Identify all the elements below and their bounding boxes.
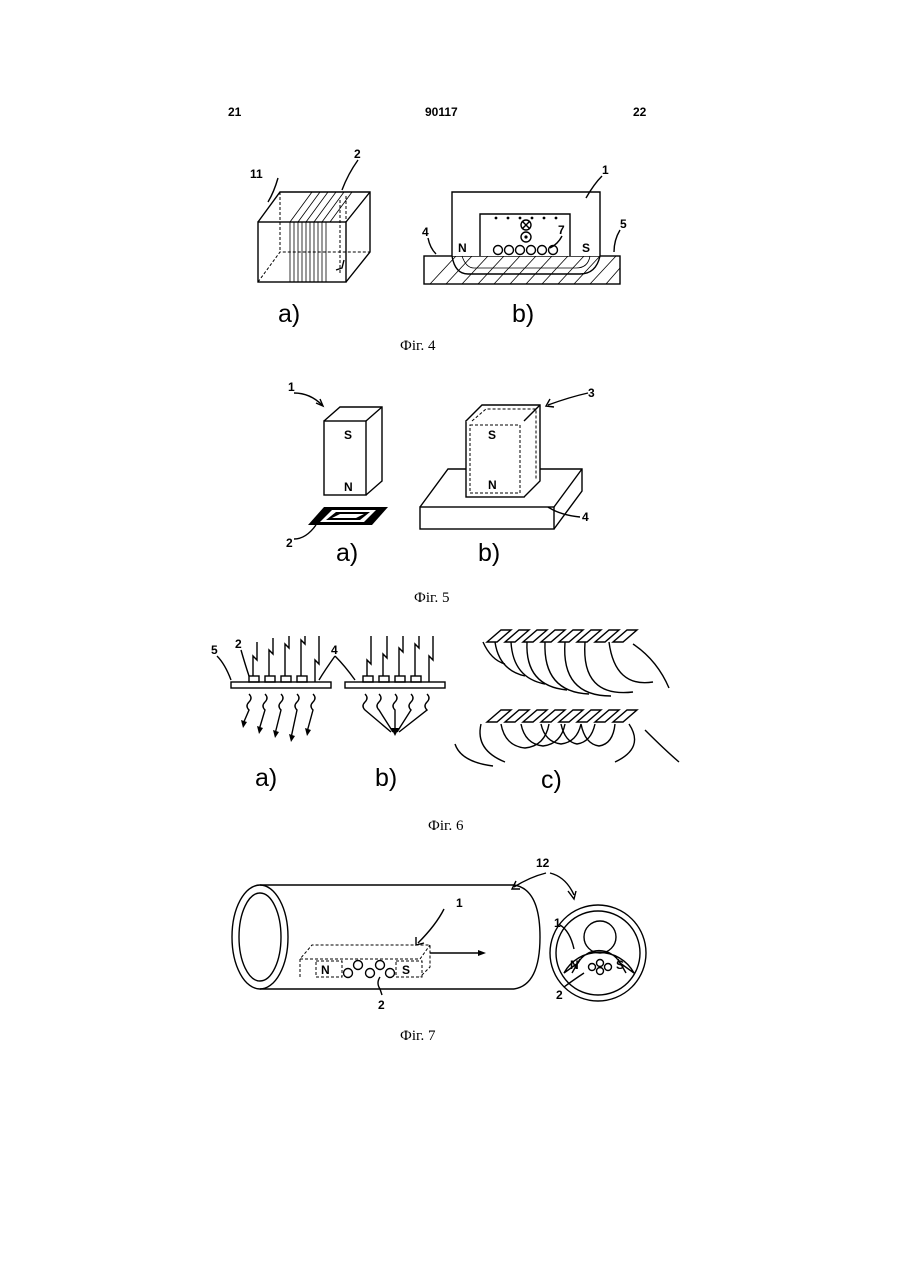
- fig7-inspection-tool: [300, 909, 486, 995]
- fig4-subfigure-b-label: b): [512, 300, 534, 328]
- fig6-subfigure-b-label: b): [375, 764, 397, 792]
- figure-5-caption: Фіг. 5: [414, 590, 449, 607]
- fig7-ref-12: 12: [536, 856, 550, 870]
- fig4b-device: [424, 176, 620, 284]
- fig4-ref-2: 2: [354, 147, 361, 161]
- fig5-ref-1: 1: [288, 380, 295, 394]
- fig5-ref-3: 3: [588, 386, 595, 400]
- fig5a-pole-s: S: [344, 428, 352, 442]
- fig4-ref-4: 4: [422, 225, 429, 239]
- fig6a-array: [217, 636, 331, 742]
- fig5b-pole-n: N: [488, 478, 497, 492]
- page-number-left: 21: [228, 105, 241, 119]
- page-number-right: 22: [633, 105, 646, 119]
- fig6-ref-4: 4: [331, 643, 338, 657]
- figure-5-drawing: 1 2 S N a) 3 4 S N b): [280, 375, 610, 575]
- fig7-section-pole-n: N: [570, 958, 579, 972]
- fig7-ref-1: 1: [456, 896, 463, 910]
- figure-4-drawing: 11 2 a) 1 4 5 7: [230, 140, 650, 340]
- fig4-ref-1: 1: [602, 163, 609, 177]
- fig6-subfigure-c-label: c): [541, 766, 562, 794]
- fig5-subfigure-b-label: b): [478, 539, 500, 567]
- figure-6-caption: Фіг. 6: [428, 818, 463, 835]
- fig5a-flat-coil: [294, 507, 388, 539]
- figure-7-drawing: 1 2 N S 12 1 2 N S: [230, 855, 660, 1015]
- fig7-cross-section: [512, 873, 646, 1001]
- fig7-section-pole-s: S: [616, 958, 624, 972]
- fig7-pole-n: N: [321, 963, 330, 977]
- fig5-subfigure-a-label: a): [336, 539, 358, 567]
- fig4-ref-7: 7: [558, 223, 565, 237]
- fig4a-block: [258, 160, 370, 282]
- fig6c-steered-wavefronts: [483, 630, 669, 696]
- figure-6-drawing: 5 2 a) 4 b): [205, 620, 695, 805]
- figure-4-caption: Фіг. 4: [400, 338, 435, 355]
- fig7-pole-s: S: [402, 963, 410, 977]
- fig5-ref-4: 4: [582, 510, 589, 524]
- fig6-subfigure-a-label: a): [255, 764, 277, 792]
- patent-number: 90117: [425, 105, 458, 119]
- fig6-ref-2: 2: [235, 637, 242, 651]
- fig5-ref-2: 2: [286, 536, 293, 550]
- fig4-pole-s: S: [582, 241, 590, 255]
- fig4a-laminations: [290, 192, 352, 282]
- fig7-ref-2: 2: [378, 998, 385, 1012]
- fig4-subfigure-a-label: a): [278, 300, 300, 328]
- fig7-section-ref-1: 1: [554, 916, 561, 930]
- fig6b-array: [319, 636, 445, 736]
- fig4-pole-n: N: [458, 241, 467, 255]
- fig6-ref-5: 5: [211, 643, 218, 657]
- fig4-ref-11: 11: [250, 167, 263, 181]
- fig5a-pole-n: N: [344, 480, 353, 494]
- fig5a-magnet: [294, 393, 382, 495]
- fig6c-focused-wavefronts: [455, 710, 679, 766]
- fig4-ref-5: 5: [620, 217, 627, 231]
- figure-7-caption: Фіг. 7: [400, 1028, 435, 1045]
- fig7-section-ref-2: 2: [556, 988, 563, 1002]
- fig5b-pole-s: S: [488, 428, 496, 442]
- fig5b-magnet: [466, 393, 588, 517]
